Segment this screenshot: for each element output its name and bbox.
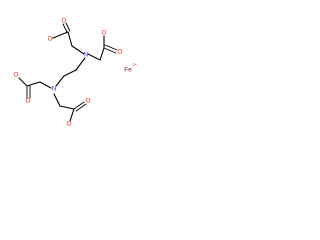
bond-c-o-double-upper-left-2 <box>65 22 71 32</box>
atoms: O - O O - O N N O - O O - O Fe 2+ <box>13 18 137 128</box>
bond-c-o-double-upper-left-1 <box>62 23 68 33</box>
oxygen-atom-upper-right: O <box>101 30 106 37</box>
bond-n-ch2-bottom <box>53 93 61 107</box>
bond-n-ch2-bridge-upper <box>75 57 86 71</box>
charge-upper-left: - <box>53 31 55 36</box>
bond-ch2-n-upper <box>71 45 85 55</box>
bond-c-c-upper-left <box>67 31 73 47</box>
bond-c-o-double-bottom-2 <box>75 103 87 112</box>
bond-c-c-upper-right <box>99 47 105 61</box>
bond-c-o-upper-left <box>52 31 69 39</box>
charge-upper-right: - <box>107 25 109 30</box>
iron-ion: Fe <box>124 67 132 74</box>
oxygen-atom-bottom: O <box>66 121 71 128</box>
oxygen-atom-mid-left-carbonyl: O <box>25 98 30 105</box>
nitrogen-atom-lower: N <box>52 86 57 93</box>
charge-mid-left: - <box>19 67 21 72</box>
bond-c-c-bottom <box>59 105 75 110</box>
bond-c-o-double-upper-right-1 <box>103 47 117 54</box>
bonds <box>18 22 118 122</box>
oxygen-atom-upper-right-carbonyl: O <box>117 49 122 56</box>
bond-c-o-bottom <box>69 108 75 122</box>
iron-ion-charge: 2+ <box>133 62 138 67</box>
bond-c-o-double-upper-right-2 <box>104 44 118 51</box>
oxygen-atom-bottom-carbonyl: O <box>85 98 90 105</box>
oxygen-atom-upper-left-carbonyl: O <box>61 18 66 25</box>
oxygen-atom-upper-left: O <box>47 36 52 43</box>
nitrogen-atom-upper: N <box>84 52 89 59</box>
bond-c-o-mid-left <box>18 77 28 87</box>
bond-c-o-double-bottom-1 <box>73 101 85 110</box>
bond-ch2-ch2-bridge <box>63 69 77 77</box>
edta-iron-structure-diagram: O - O O - O N N O - O O - O Fe 2+ <box>13 18 137 128</box>
bond-n-ch2-upper-right <box>87 53 101 61</box>
oxygen-atom-mid-left: O <box>13 72 18 79</box>
bond-ch2-n-bridge-lower <box>55 75 65 87</box>
charge-bottom: - <box>72 116 74 121</box>
bond-n-ch2-mid-left <box>39 81 52 89</box>
bond-c-c-mid-left <box>26 81 41 87</box>
